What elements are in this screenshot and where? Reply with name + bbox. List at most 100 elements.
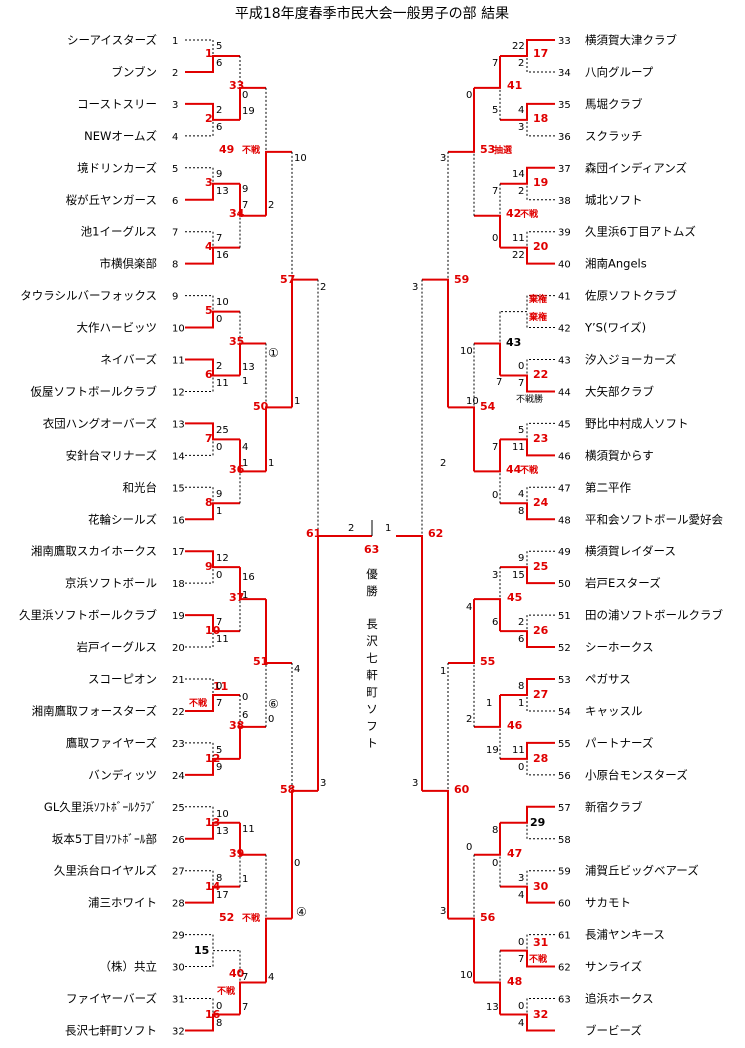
bracket-line xyxy=(185,310,240,329)
team-number: 8 xyxy=(172,260,178,271)
bracket-line xyxy=(185,439,214,456)
score: 6 xyxy=(242,710,248,721)
score: 4 xyxy=(242,442,248,453)
bracket-line xyxy=(500,885,555,904)
game-number: 11 xyxy=(213,680,228,693)
game-number: 62 xyxy=(428,527,443,540)
score: 7 xyxy=(492,186,498,197)
score: 10 xyxy=(460,346,473,357)
score: 2 xyxy=(216,361,222,372)
bracket-line xyxy=(265,406,292,472)
score: 2 xyxy=(320,282,326,293)
bracket-line xyxy=(185,182,240,201)
team-number: 6 xyxy=(172,196,178,207)
team-number: 32 xyxy=(172,1026,185,1037)
game-number: 26 xyxy=(533,624,549,637)
team-number: 56 xyxy=(558,771,571,782)
team-name: 佐原ソフトクラブ xyxy=(585,289,677,303)
team-name: 花輪シールズ xyxy=(88,512,157,526)
bracket-line xyxy=(474,598,501,632)
score: 5 xyxy=(518,425,524,436)
team-number: 54 xyxy=(558,707,571,718)
score: 16 xyxy=(242,572,255,583)
bracket-line xyxy=(185,54,240,73)
bracket-line xyxy=(239,86,266,120)
bracket-line xyxy=(526,231,555,248)
score: 1 xyxy=(242,874,248,885)
team-number: 46 xyxy=(558,451,571,462)
team-name: （株）共立 xyxy=(100,960,158,974)
game-number: 2 xyxy=(205,112,213,125)
team-number: 57 xyxy=(558,803,571,814)
team-number: 28 xyxy=(172,899,185,910)
score: 0 xyxy=(492,490,498,501)
team-name: 湘南鷹取スカイホークス xyxy=(31,544,157,558)
champion-char: 勝 xyxy=(366,584,378,598)
team-name: 森団インディアンズ xyxy=(585,161,687,175)
team-number: 34 xyxy=(558,68,571,79)
game-number: 43 xyxy=(506,336,521,349)
result-note: 不戦 xyxy=(242,144,261,156)
bracket-line xyxy=(500,1013,555,1032)
bracket-line xyxy=(474,822,501,856)
score: 0 xyxy=(518,762,524,773)
game-number: 60 xyxy=(454,783,470,796)
score: 3 xyxy=(412,282,418,293)
game-number: 47 xyxy=(507,847,522,860)
bracket-line xyxy=(474,214,501,248)
score: 2 xyxy=(216,105,222,116)
score: 4 xyxy=(518,890,524,901)
team-number: 37 xyxy=(558,164,571,175)
score: 6 xyxy=(492,617,498,628)
team-number: 18 xyxy=(172,579,185,590)
score: 0 xyxy=(518,361,524,372)
score: 0 xyxy=(242,692,248,703)
team-name: 境ドリンカーズ xyxy=(77,161,157,175)
bracket-line xyxy=(448,406,475,472)
bracket-line xyxy=(239,822,266,856)
result-note: 不戦 xyxy=(529,953,548,965)
bracket-line xyxy=(526,998,555,1015)
team-number: 24 xyxy=(172,771,185,782)
team-number: 17 xyxy=(172,547,185,558)
team-name: スクラッチ xyxy=(585,129,643,143)
game-number: 7 xyxy=(205,432,213,445)
bracket-line xyxy=(239,439,266,473)
game-number: 14 xyxy=(205,880,221,893)
bracket-mark: ① xyxy=(268,346,279,360)
team-name: 池1イーグルス xyxy=(81,225,157,239)
bracket-line xyxy=(185,934,214,951)
team-number: 5 xyxy=(172,164,178,175)
bracket-line xyxy=(500,311,555,329)
team-number: 4 xyxy=(172,132,178,143)
team-number: 49 xyxy=(558,547,571,558)
score: 8 xyxy=(518,681,524,692)
score: 7 xyxy=(492,58,498,69)
team-number: 7 xyxy=(172,228,178,239)
team-number: 23 xyxy=(172,739,185,750)
score: 6 xyxy=(216,122,222,133)
score: 3 xyxy=(320,778,326,789)
score: 6 xyxy=(518,634,524,645)
game-number: 45 xyxy=(507,591,522,604)
team-number: 12 xyxy=(172,387,185,398)
team-name: 鷹取ファイヤーズ xyxy=(66,736,157,750)
score: 7 xyxy=(496,377,502,388)
game-number: 34 xyxy=(229,207,245,220)
bracket-line xyxy=(185,742,214,759)
game-number: 24 xyxy=(533,496,549,509)
bracket-line xyxy=(448,599,475,665)
team-name: 湘南Angels xyxy=(585,257,647,271)
team-number: 22 xyxy=(172,707,185,718)
team-name: 横須賀レイダース xyxy=(585,544,676,558)
bracket-line xyxy=(239,342,266,376)
team-number: 58 xyxy=(558,835,571,846)
score: 3 xyxy=(518,873,524,884)
team-number: 61 xyxy=(558,931,571,942)
bracket-line xyxy=(185,885,240,904)
team-name: シーアイスターズ xyxy=(67,33,157,47)
bracket-line xyxy=(500,246,555,265)
score: 8 xyxy=(216,1018,222,1029)
